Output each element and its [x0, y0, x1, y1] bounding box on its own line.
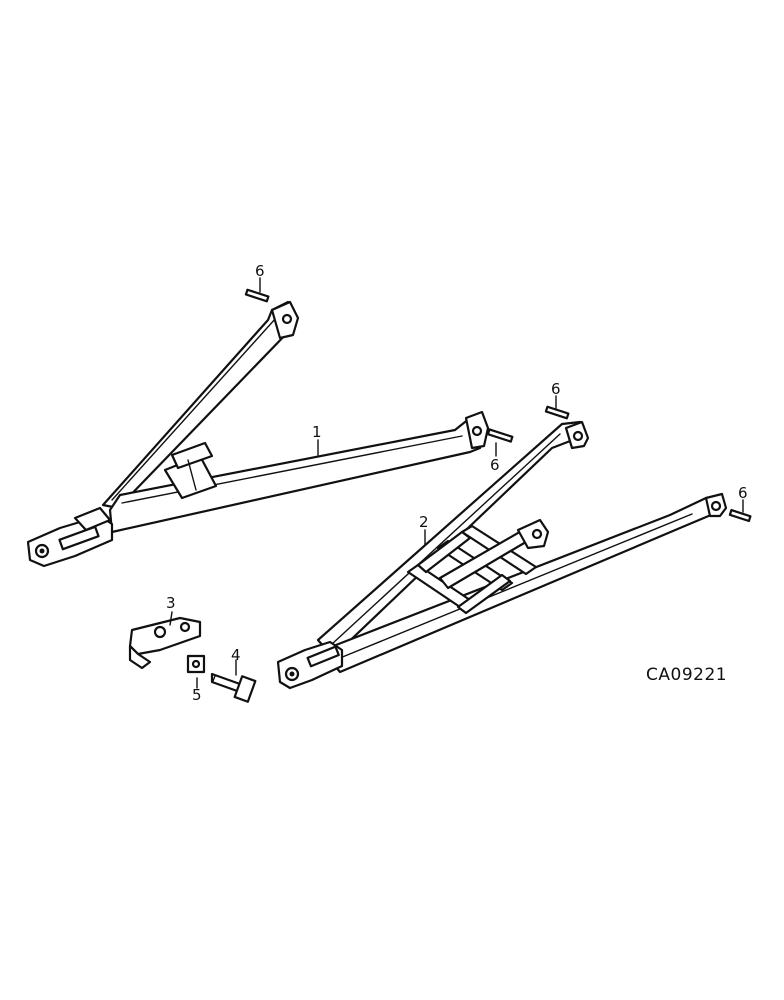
callout-5: 5 [192, 686, 202, 704]
callout-6-upper-left: 6 [255, 262, 265, 280]
drawing-number: CA09221 [646, 665, 727, 685]
washer-5 [186, 654, 206, 674]
pin-6-far-right [728, 508, 752, 523]
clevis-3 [128, 616, 202, 670]
callout-6-far-right: 6 [738, 484, 748, 502]
callout-3: 3 [166, 594, 176, 612]
hitch-frame-2 [276, 420, 728, 690]
callout-2: 2 [419, 513, 429, 531]
callout-4: 4 [231, 646, 241, 664]
pin-6-upper-right [544, 405, 570, 420]
hitch-frame-1 [26, 300, 490, 568]
pin-4 [210, 672, 257, 703]
pin-6-upper-left [244, 288, 270, 303]
leader-lines [169, 277, 744, 689]
callout-1: 1 [312, 423, 322, 441]
pin-6-middle [486, 428, 514, 443]
callout-6-upper-right: 6 [551, 380, 561, 398]
callout-6-middle: 6 [490, 456, 500, 474]
